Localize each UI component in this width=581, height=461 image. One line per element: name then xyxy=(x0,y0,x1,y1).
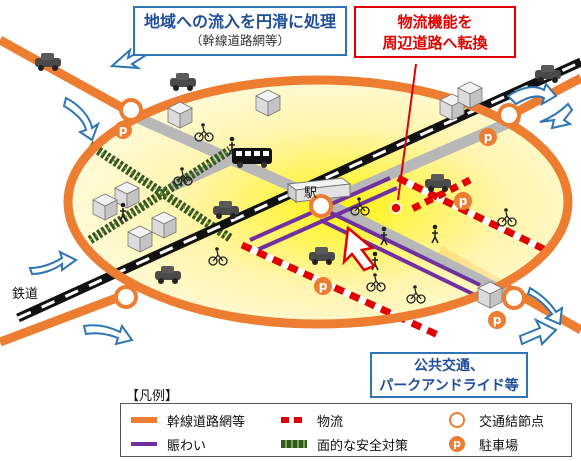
logistics-swatch-icon xyxy=(281,413,309,427)
callout-inflow-line1: 地域への流入を円滑に処理 xyxy=(143,12,336,31)
legend-label-logistics: 物流 xyxy=(317,414,344,430)
legend-item-parking: 駐車場 xyxy=(443,434,518,454)
callout-public-transport-line1: 公共交通、 xyxy=(414,358,484,374)
legend-label-safety: 面的な安全対策 xyxy=(317,438,409,454)
logistics-shift-arrow xyxy=(342,63,417,272)
station-label: 駅 xyxy=(304,186,318,201)
legend-item-arterial: 幹線道路網等 xyxy=(131,410,245,430)
legend-item-bustle: 賑わい xyxy=(131,434,206,454)
legend-title: 【凡例】 xyxy=(126,389,179,404)
legend-item-logistics: 物流 xyxy=(281,410,343,430)
railway-label: 鉄道 xyxy=(12,287,39,302)
legend: 幹線道路網等 物流 交通結節点 賑わい 面的な安全対策 駐車場 xyxy=(120,403,572,457)
callout-public-transport-line2: パークアンドライド等 xyxy=(379,378,519,394)
legend-item-node: 交通結節点 xyxy=(443,410,544,430)
bustle-swatch-icon xyxy=(131,437,159,451)
legend-label-arterial: 幹線道路網等 xyxy=(167,414,246,430)
callout-public-transport: 公共交通、 パークアンドライド等 xyxy=(370,352,528,398)
callout-logistics: 物流機能を 周辺道路へ転換 xyxy=(354,6,516,58)
node-ring-icon xyxy=(443,412,471,428)
legend-label-parking: 駐車場 xyxy=(479,438,519,454)
callout-inflow-line2: （幹線道路網等） xyxy=(189,33,290,48)
parking-icon xyxy=(443,436,471,452)
callout-logistics-line2: 周辺道路へ転換 xyxy=(382,34,488,52)
callout-logistics-line1: 物流機能を xyxy=(397,13,473,31)
ring-road xyxy=(63,75,573,329)
arterial-road-nw xyxy=(0,36,133,116)
inflow-arrows xyxy=(28,42,574,346)
bus-icon xyxy=(232,148,272,168)
station-building xyxy=(286,177,352,203)
callout-inflow: 地域への流入を円滑に処理 （幹線道路網等） xyxy=(133,6,347,56)
legend-label-node: 交通結節点 xyxy=(479,414,545,430)
arterial-road-sw xyxy=(0,291,124,347)
safety-swatch-icon xyxy=(281,437,309,451)
legend-item-safety: 面的な安全対策 xyxy=(281,434,408,454)
arterial-swatch-icon xyxy=(131,413,159,427)
legend-label-bustle: 賑わい xyxy=(167,438,207,454)
